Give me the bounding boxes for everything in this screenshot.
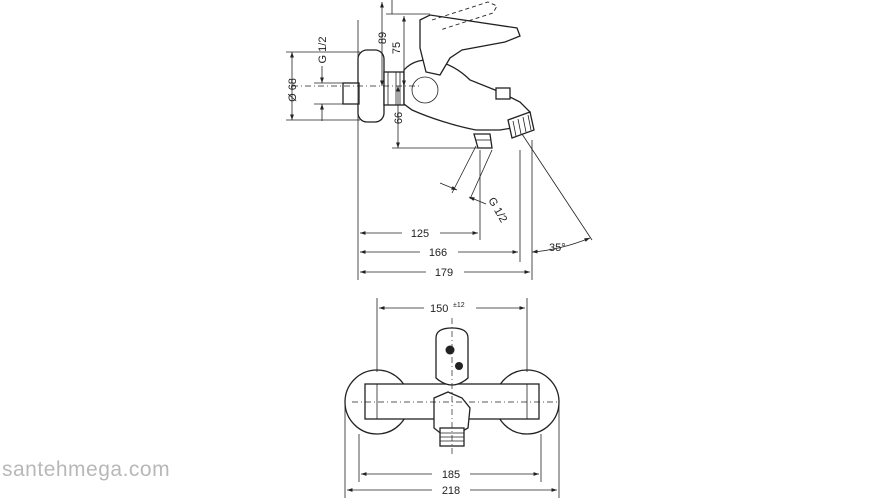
dim-185: 185 (442, 469, 460, 481)
dim-angle: 35° (549, 242, 566, 254)
dim-150: 150 (430, 303, 448, 315)
lever-handle (419, 14, 521, 76)
connector-stub (342, 82, 360, 105)
lever-dot-left (445, 345, 455, 355)
dim-166: 166 (429, 247, 447, 259)
diverter-knob (495, 87, 511, 100)
dim-179: 179 (435, 267, 453, 279)
lever-dot-right (455, 362, 463, 370)
eccentric-nut (383, 71, 405, 106)
dim-d68: Ø 68 (287, 78, 299, 102)
bottom-outlet (473, 133, 493, 149)
lever-front (435, 327, 469, 386)
spout-aerator (507, 111, 535, 139)
front-view: 150 ±12 185 218 (344, 298, 560, 498)
thread-top-label: G 1/2 (317, 37, 329, 64)
dim-218: 218 (442, 485, 460, 497)
thread-bottom-label: G 1/2 (485, 196, 509, 225)
dim-150-tolerance: ±12 (453, 302, 465, 309)
dim-66: 66 (393, 112, 405, 124)
side-view: 125 166 179 35° 89 75 66 Ø 68 G 1/2 (286, 0, 593, 280)
dim-75: 75 (391, 42, 403, 54)
watermark: santehmega.com (2, 458, 171, 481)
dim-89: 89 (377, 32, 389, 44)
dim-125: 125 (411, 228, 429, 240)
